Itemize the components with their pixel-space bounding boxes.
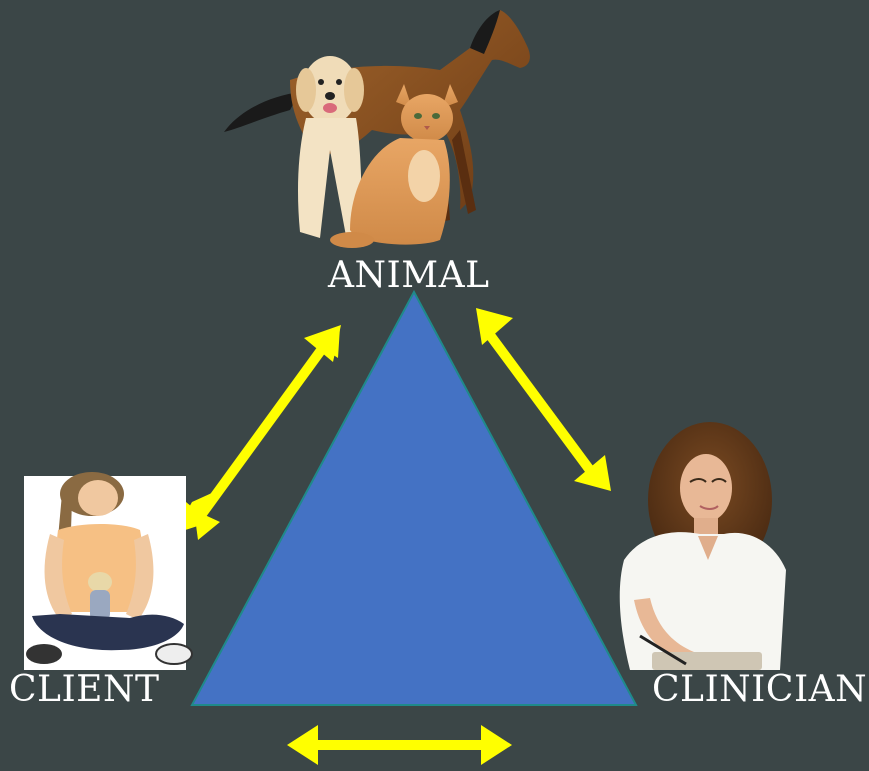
client-image	[24, 472, 192, 670]
clinician-image	[620, 422, 786, 670]
animal-label: ANIMAL	[328, 258, 489, 294]
arrow-client-clinician	[287, 725, 512, 765]
clinician-label: CLINICIAN	[652, 672, 867, 708]
relationship-triangle	[192, 292, 636, 705]
animals-image	[224, 10, 530, 248]
client-label: CLIENT	[9, 672, 159, 708]
